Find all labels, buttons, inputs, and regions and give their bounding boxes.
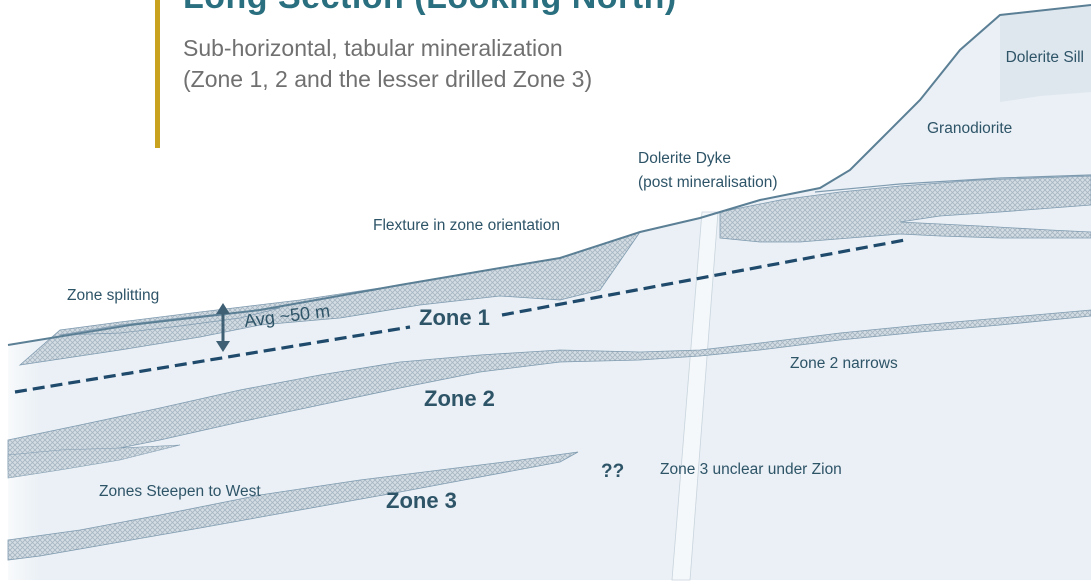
dolerite-dyke: [671, 211, 719, 581]
zone1-east-band: [719, 175, 1091, 243]
zone1-trend-dashed-line: [14, 238, 906, 394]
dolerite-dyke-label: Dolerite Dyke: [638, 150, 731, 167]
dolerite-sill-band: [1000, 5, 1091, 102]
zone3-label: Zone 3: [386, 488, 457, 513]
dolerite-dyke-label-sub: (post mineralisation): [638, 174, 778, 191]
granodiorite-contact: [814, 174, 1091, 193]
west-fade: [0, 150, 40, 587]
zone3-unclear-label: Zone 3 unclear under Zion: [660, 461, 842, 478]
subtitle-line-2: (Zone 1, 2 and the lesser drilled Zone 3…: [183, 66, 593, 92]
zones-steepen-label: Zones Steepen to West: [99, 483, 261, 500]
flexture-label: Flexture in zone orientation: [373, 217, 560, 234]
west-lower-zone: [7, 444, 181, 479]
zone1-label: Zone 1: [419, 305, 490, 330]
unknown-marks-label: ??: [601, 461, 624, 482]
thickness-arrow: [216, 303, 230, 352]
zone3-ore-body: [7, 451, 579, 561]
zone2-label: Zone 2: [424, 386, 495, 411]
zone-splitting-label: Zone splitting: [67, 287, 159, 304]
dolerite-sill-label: Dolerite Sill: [1006, 49, 1084, 66]
slide-title: Long Section (Looking North): [183, 0, 677, 17]
zone2-ore-body: [7, 309, 1091, 471]
accent-bar: [155, 0, 160, 148]
subtitle: Sub-horizontal, tabular mineralization (…: [183, 33, 592, 95]
subtitle-line-1: Sub-horizontal, tabular mineralization: [183, 35, 563, 61]
zone2-narrows-label: Zone 2 narrows: [790, 355, 898, 372]
granodiorite-label: Granodiorite: [927, 120, 1012, 137]
surface-line: [7, 4, 1091, 346]
